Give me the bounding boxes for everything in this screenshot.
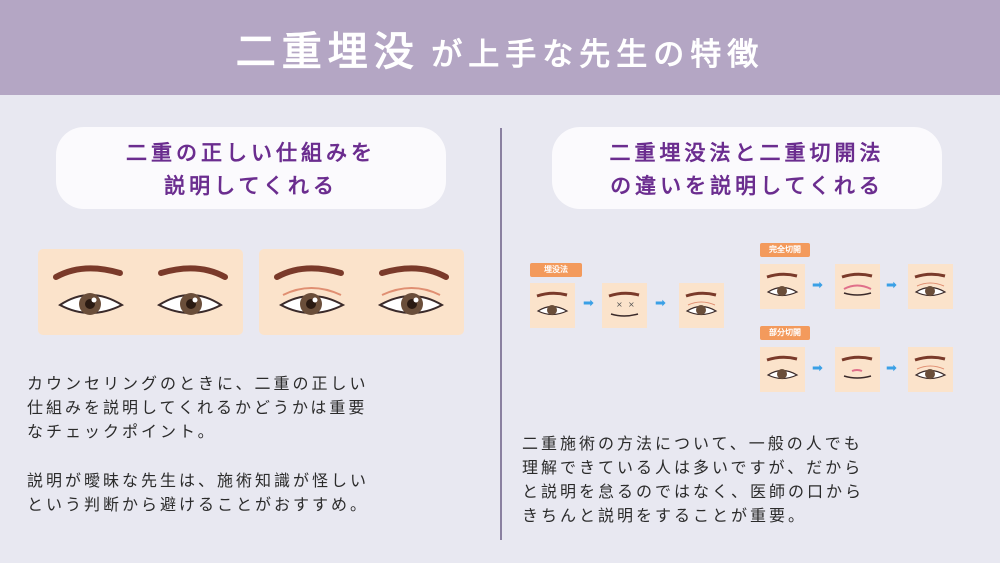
bubun-after-eye — [908, 347, 953, 392]
kanzen-before-eye — [760, 264, 805, 309]
bubun-incision-eye — [835, 347, 880, 392]
arrow-right-icon: ➡ — [583, 296, 594, 311]
stitched-eyelid-icon: ×× — [608, 291, 640, 317]
left-paragraph-1: カウンセリングのときに、二重の正しい 仕組みを説明してくれるかどうかは重要 なチ… — [27, 372, 487, 444]
right-heading-line2: の違いを説明してくれる — [610, 174, 884, 198]
double-eyelid-eyes-illustration — [274, 265, 449, 315]
left-para2-line2: という判断から避けることがおすすめ。 — [27, 495, 370, 514]
right-para-line2: 理解できている人は多いですが、だから — [522, 458, 864, 477]
center-divider — [500, 128, 502, 540]
eye-icon — [685, 291, 718, 316]
kanzen-incision-eye — [835, 264, 880, 309]
arrow-right-icon: ➡ — [812, 361, 823, 376]
title-main: 二重埋没 — [235, 27, 420, 75]
double-eyelid-panel — [259, 249, 464, 335]
left-para2-line1: 説明が曖昧な先生は、施術知識が怪しい — [27, 471, 370, 490]
incision-eyelid-icon — [841, 272, 873, 296]
right-para-line3: と説明を怠るのではなく、医師の口から — [522, 482, 865, 501]
left-para1-line1: カウンセリングのときに、二重の正しい — [27, 374, 369, 393]
maibotsu-before-eye — [530, 283, 575, 328]
maibotsu-tag: 埋没法 — [530, 263, 582, 277]
arrow-right-icon: ➡ — [886, 278, 897, 293]
eye-icon — [766, 355, 799, 380]
arrow-right-icon: ➡ — [886, 361, 897, 376]
partial-incision-eyelid-icon — [841, 355, 873, 379]
bubun-before-eye — [760, 347, 805, 392]
arrow-right-icon: ➡ — [812, 278, 823, 293]
left-paragraph-2: 説明が曖昧な先生は、施術知識が怪しい という判断から避けることがおすすめ。 — [27, 469, 487, 517]
svg-text:×: × — [628, 300, 635, 309]
maibotsu-after-eye — [679, 283, 724, 328]
left-heading-line1: 二重の正しい仕組みを — [126, 141, 376, 165]
eye-icon — [536, 291, 569, 316]
eye-icon — [766, 272, 799, 297]
kanzen-tag: 完全切開 — [760, 243, 810, 257]
right-para-line1: 二重施術の方法について、一般の人でも — [522, 434, 863, 453]
right-heading-pill: 二重埋没法と二重切開法 の違いを説明してくれる — [552, 127, 942, 209]
maibotsu-stitch-eye: ×× — [602, 283, 647, 328]
single-eyelid-panel — [38, 249, 243, 335]
page-title: 二重埋没 が上手な先生の特徴 — [236, 19, 765, 77]
svg-text:×: × — [616, 300, 623, 309]
single-eyelid-eyes-illustration — [53, 265, 228, 315]
left-para1-line3: なチェックポイント。 — [27, 422, 217, 441]
left-heading-pill: 二重の正しい仕組みを 説明してくれる — [56, 127, 446, 209]
left-heading-line2: 説明してくれる — [164, 174, 338, 198]
kanzen-after-eye — [908, 264, 953, 309]
right-para-line4: きちんと説明をすることが重要。 — [522, 506, 808, 525]
eye-icon — [914, 272, 947, 297]
left-para1-line2: 仕組みを説明してくれるかどうかは重要 — [27, 398, 368, 417]
arrow-right-icon: ➡ — [655, 296, 666, 311]
title-rest: が上手な先生の特徴 — [431, 36, 765, 73]
bubun-tag: 部分切開 — [760, 326, 810, 340]
header-banner: 二重埋没 が上手な先生の特徴 — [0, 0, 1000, 95]
eye-icon — [914, 355, 947, 380]
right-heading-line1: 二重埋没法と二重切開法 — [609, 141, 885, 165]
right-paragraph: 二重施術の方法について、一般の人でも 理解できている人は多いですが、だから と説… — [522, 432, 982, 528]
